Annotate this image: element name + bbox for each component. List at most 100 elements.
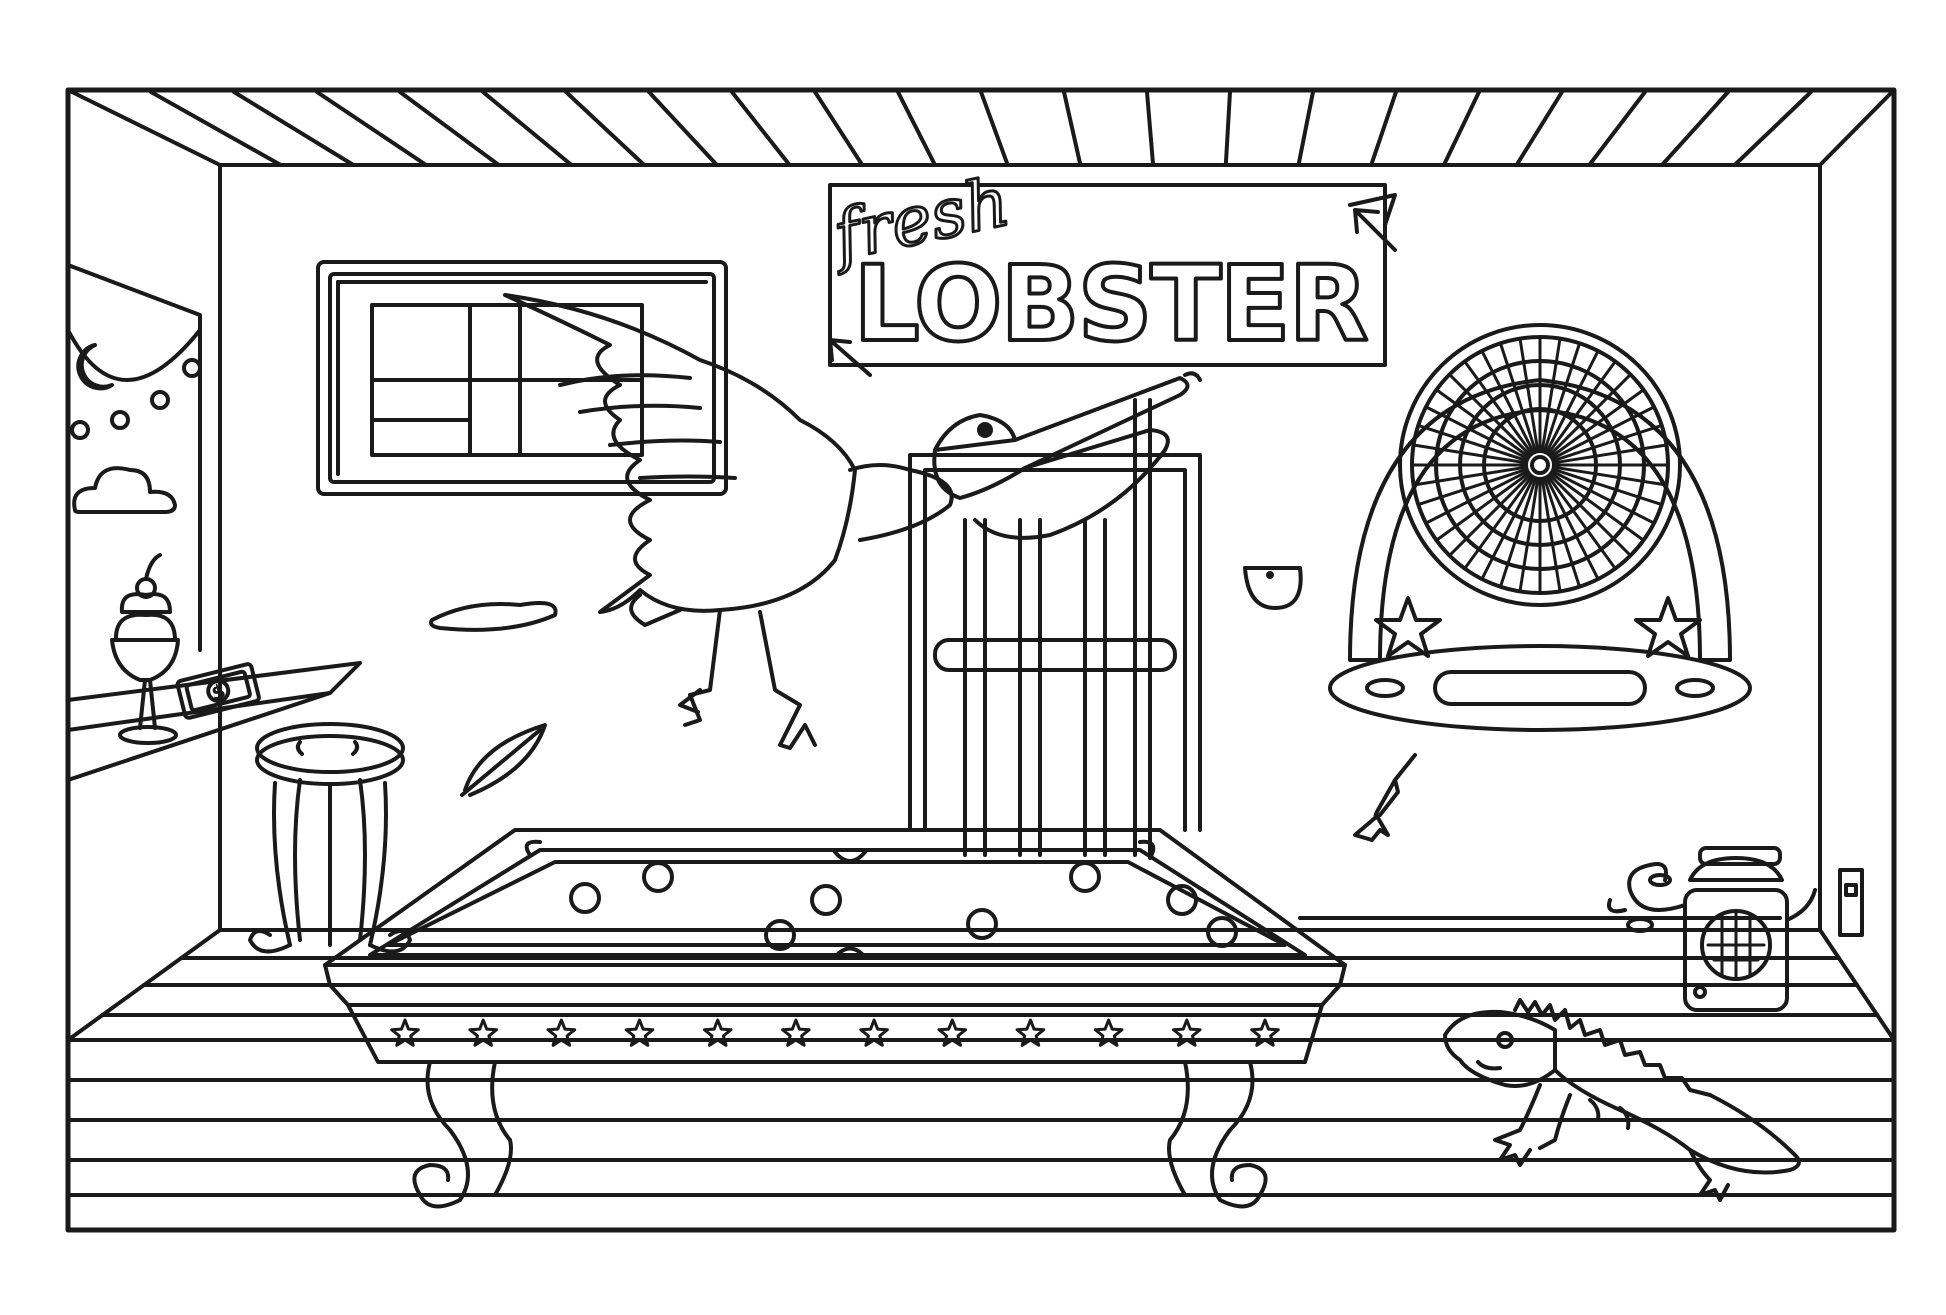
left-window	[66, 263, 202, 652]
billiard-table	[323, 828, 1347, 1209]
side-table	[248, 722, 412, 954]
billiard-ball	[642, 861, 674, 893]
ceiling-slat	[315, 90, 429, 167]
ceiling-slat	[1660, 90, 1730, 167]
ceiling-slat	[1062, 90, 1083, 167]
dartboard-spoke	[1542, 341, 1582, 454]
star-icon	[1015, 1018, 1046, 1047]
dartboard-spoke	[1463, 474, 1534, 571]
corner-pocket	[1138, 839, 1156, 860]
dartboard	[1328, 323, 1752, 732]
dartboard-spoke	[1412, 465, 1528, 487]
ceiling-slat	[979, 90, 1010, 167]
dartboard-spoke	[1480, 475, 1536, 581]
back-wall	[218, 163, 1822, 932]
dartboard-spoke	[1480, 349, 1536, 455]
star-icon	[781, 1018, 811, 1047]
dartboard-spoke	[1546, 359, 1617, 456]
dartboard-spoke	[1548, 372, 1633, 457]
ceiling-slat	[1732, 90, 1813, 167]
ceiling-slat	[1514, 90, 1564, 167]
dartboard-spoke	[1548, 473, 1633, 558]
dartboard-spoke	[1552, 465, 1668, 487]
dartboard-spoke	[1549, 388, 1646, 459]
pelican-eye	[977, 422, 993, 438]
counter-shelf	[66, 661, 362, 782]
ceiling	[66, 88, 1896, 167]
dartboard-spoke	[1540, 337, 1562, 453]
corner-pocket	[524, 839, 542, 857]
ceiling-slat	[896, 90, 937, 167]
dartboard-spoke	[1447, 372, 1532, 457]
dart-icon	[1353, 753, 1417, 842]
side-pocket	[833, 946, 867, 959]
floor-planks	[66, 956, 1896, 1197]
cue-rack	[963, 398, 1152, 857]
star-icon	[1374, 596, 1442, 658]
star-icon	[390, 1018, 420, 1047]
dartboard-spoke	[1416, 423, 1529, 463]
dartboard-spoke	[1551, 467, 1664, 507]
dartboard-spokes	[1410, 335, 1670, 595]
iguana	[1443, 998, 1801, 1202]
ceiling-slat	[1587, 90, 1647, 167]
dartboard-spoke	[1416, 467, 1529, 507]
ceiling-slat	[398, 90, 501, 167]
star-icon	[1093, 1018, 1124, 1047]
ceiling-slat	[1441, 90, 1481, 167]
ceiling-slat	[564, 90, 647, 167]
feather-icon	[429, 601, 558, 632]
billiard-ball	[966, 908, 998, 940]
dartboard-outer	[1398, 323, 1682, 607]
feather-icon	[463, 723, 547, 797]
star-icon	[702, 1018, 733, 1047]
ceiling-slat	[730, 90, 792, 167]
cloud-icon	[72, 466, 177, 514]
ceiling-slat	[149, 90, 283, 167]
dartboard-spoke	[1550, 469, 1656, 525]
dartboard-spoke	[1498, 341, 1538, 454]
dartboard-spoke	[1544, 349, 1600, 455]
dartboard-spoke	[1434, 388, 1531, 459]
ceiling-slat	[647, 90, 719, 167]
dartboard-spoke	[1549, 471, 1646, 542]
billiard-ball	[1069, 861, 1101, 893]
dartboard-spoke	[1550, 405, 1656, 461]
billiard-ball	[810, 884, 842, 916]
billiard-ball	[1166, 884, 1198, 916]
star-icon	[546, 1018, 577, 1047]
pelican	[503, 293, 1202, 750]
ceiling-slat	[232, 90, 356, 167]
dartboard-spoke	[1552, 443, 1668, 465]
dartboard-spoke	[1542, 476, 1582, 589]
star-icon	[1634, 596, 1702, 658]
dartboard-spoke	[1540, 477, 1562, 593]
dartboard-spoke	[1447, 473, 1532, 558]
dartboard-spoke	[1434, 471, 1531, 542]
ceiling-slats	[149, 90, 1813, 167]
arrow-icon	[828, 338, 872, 377]
star-icon	[937, 1018, 968, 1047]
sign-lobster-text: LOBSTER	[853, 243, 1366, 365]
star-icon	[1172, 1018, 1202, 1047]
chalk-holder	[1243, 566, 1303, 610]
dartboard-spoke	[1412, 443, 1528, 465]
dollar-symbol: $	[209, 679, 228, 706]
dartboard-spoke	[1498, 476, 1538, 589]
iguana-eye	[1496, 1031, 1514, 1049]
dartboard-spoke	[1518, 477, 1540, 593]
ceiling-slat	[481, 90, 574, 167]
dartboard-spoke	[1424, 405, 1530, 461]
dartboard-spoke	[1544, 475, 1600, 581]
ceiling-slat	[1369, 90, 1398, 167]
dartboard-spoke	[1546, 474, 1617, 571]
billiard-balls	[569, 861, 1238, 951]
billiard-ball	[1206, 916, 1238, 948]
dartboard-spoke	[1463, 359, 1534, 456]
crescent-moon-icon	[76, 343, 114, 391]
ceiling-slat	[1223, 90, 1232, 167]
dartboard-spoke	[1518, 337, 1540, 453]
star-icon	[624, 1018, 655, 1047]
billiard-ball	[764, 919, 796, 951]
